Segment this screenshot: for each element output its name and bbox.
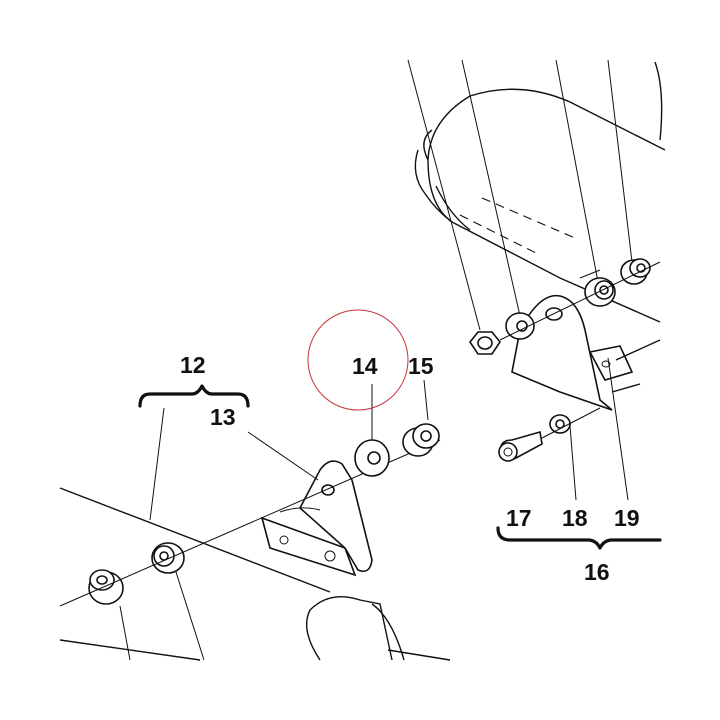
callout-17: 17 xyxy=(506,505,532,531)
brace-16 xyxy=(496,526,662,550)
callout-19: 19 xyxy=(614,505,640,531)
lower-hardware xyxy=(354,423,440,477)
upper-mounting-bracket xyxy=(511,294,613,411)
callout-12: 12 xyxy=(180,352,206,378)
callout-15: 15 xyxy=(408,353,434,379)
callout-18: 18 xyxy=(562,505,588,531)
callout-16: 16 xyxy=(584,559,610,585)
highlight-circle xyxy=(307,309,409,411)
upper-leader-lines xyxy=(407,59,633,501)
upper-hardware xyxy=(469,258,661,462)
upper-right-assembly xyxy=(414,61,666,411)
lower-leader-lines xyxy=(119,379,429,661)
lower-left-assembly xyxy=(59,439,451,661)
callout-14: 14 xyxy=(352,353,378,379)
callout-13: 13 xyxy=(210,404,236,430)
brace-12 xyxy=(138,384,250,408)
lower-bracket-arm xyxy=(299,460,373,573)
